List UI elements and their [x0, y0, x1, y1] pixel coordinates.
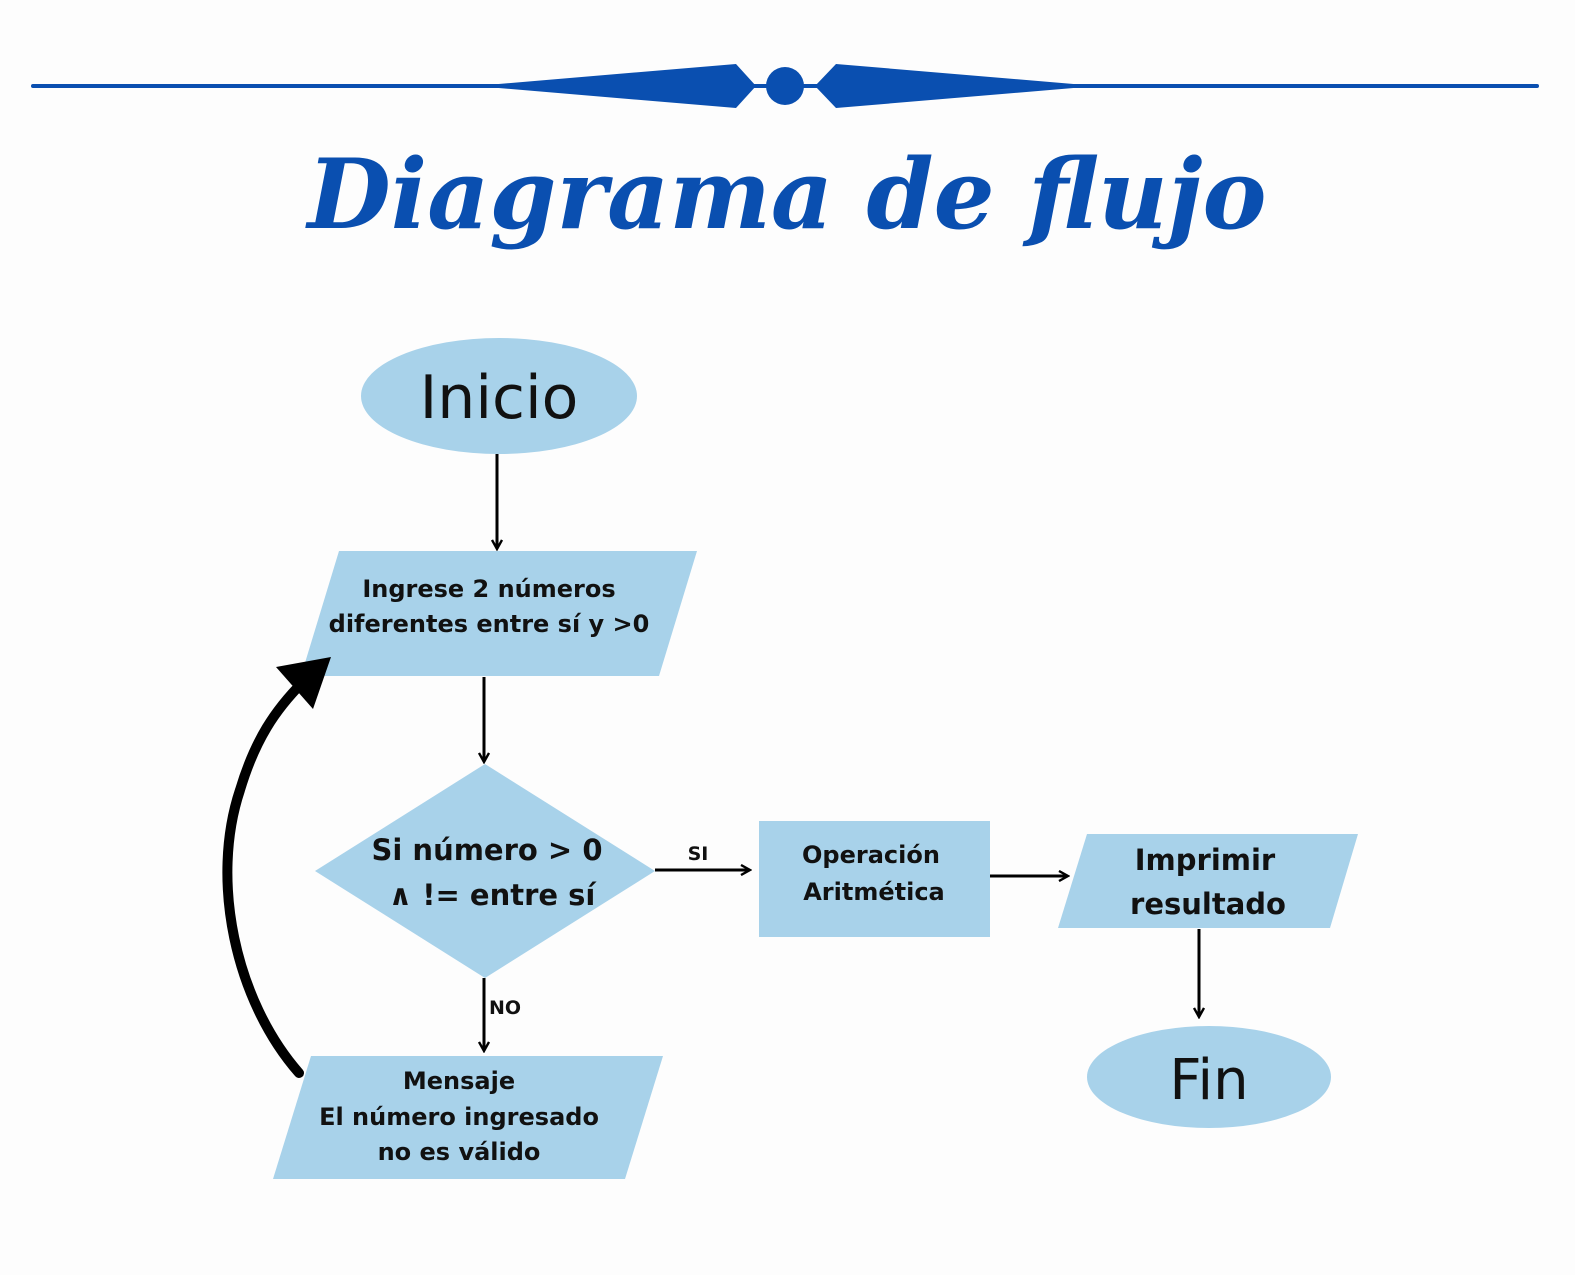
message-parallelogram: [273, 1056, 663, 1179]
no-label: NO: [489, 997, 521, 1019]
decision-node: Si número > 0 ∧ != entre sí: [315, 764, 655, 978]
message-label-line-3: no es válido: [378, 1138, 541, 1166]
loop-arrowhead: [276, 657, 331, 709]
yes-label: SI: [688, 843, 709, 865]
start-label: Inicio: [420, 363, 579, 433]
end-label: Fin: [1169, 1048, 1248, 1113]
start-node: Inicio: [361, 338, 637, 454]
message-label-line-1: Mensaje: [403, 1067, 515, 1095]
input-parallelogram: [301, 551, 697, 676]
decision-label-line-1: Si número > 0: [372, 833, 603, 867]
operation-node: Operación Aritmética: [759, 821, 990, 937]
input-node: Ingrese 2 números diferentes entre sí y …: [301, 551, 697, 676]
output-parallelogram: [1058, 834, 1358, 928]
header-ornament: [31, 64, 1539, 108]
message-label-line-2: El número ingresado: [319, 1103, 599, 1131]
operation-label-line-2: Aritmética: [803, 878, 945, 906]
start-ellipse: [361, 338, 637, 454]
output-label-line-2: resultado: [1130, 887, 1286, 921]
ornament-center-dot: [766, 67, 804, 105]
output-node: Imprimir resultado: [1058, 834, 1358, 928]
operation-rect: [759, 821, 990, 937]
loop-arrow-curve: [222, 677, 308, 1078]
ornament-right-wedge: [815, 64, 1097, 108]
operation-label-line-1: Operación: [802, 841, 940, 869]
loop-arrow: [222, 657, 331, 1078]
decision-diamond: [315, 764, 655, 978]
page-title: Diagrama de flujo: [304, 138, 1266, 251]
ornament-left-wedge: [475, 64, 756, 108]
decision-label-line-2: ∧ != entre sí: [389, 878, 598, 912]
end-node: Fin: [1087, 1026, 1331, 1128]
input-label-line-1: Ingrese 2 números: [362, 575, 615, 603]
message-node: Mensaje El número ingresado no es válido: [273, 1056, 663, 1179]
input-label-line-2: diferentes entre sí y >0: [329, 610, 650, 638]
output-label-line-1: Imprimir: [1135, 843, 1276, 877]
end-ellipse: [1087, 1026, 1331, 1128]
